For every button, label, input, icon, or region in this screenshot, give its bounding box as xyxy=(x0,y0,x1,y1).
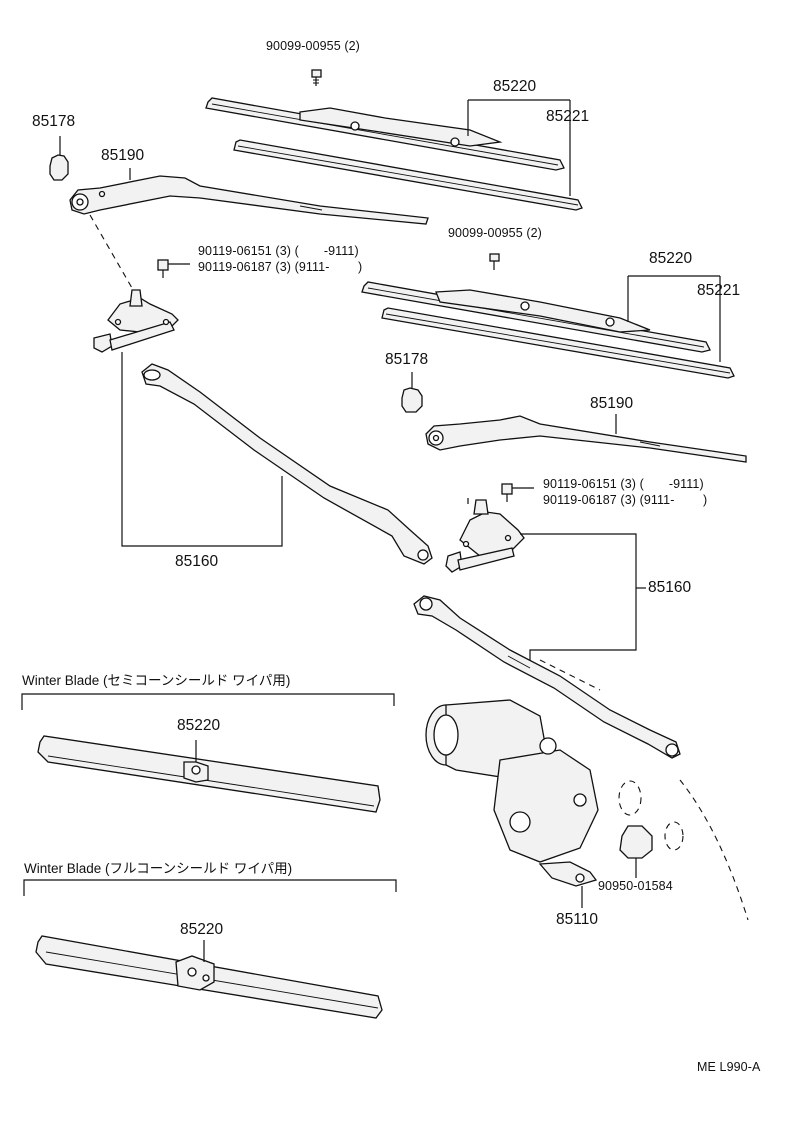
winter-blade-1 xyxy=(37,735,381,813)
label-refill-left: 85221 xyxy=(546,108,590,125)
label-refill-right: 85221 xyxy=(697,282,741,299)
label-link-right: 85160 xyxy=(648,579,692,596)
label-blade-right: 85220 xyxy=(649,250,693,267)
label-pivot-bolt-left-1: 90119-06151 (3) ( -9111) xyxy=(198,244,359,258)
label-link-left: 85160 xyxy=(175,553,219,570)
label-motor: 85110 xyxy=(556,911,598,928)
bolt-mid xyxy=(489,253,500,270)
bolt-top xyxy=(311,69,322,86)
pivot-bolt-left xyxy=(157,259,190,278)
link-rod-right xyxy=(413,595,681,759)
label-winter-blade-1-title: Winter Blade (セミコーンシールド ワイパ用) xyxy=(22,673,291,688)
wiper-refill-left xyxy=(233,139,583,211)
label-blade-left: 85220 xyxy=(493,78,537,95)
motor-cap xyxy=(619,825,653,878)
label-pivot-bolt-right-2: 90119-06187 (3) (9111- ) xyxy=(543,493,708,507)
link-rod-left xyxy=(141,363,433,565)
label-cap-left: 85178 xyxy=(32,113,76,130)
label-winter-blade-2-part: 85220 xyxy=(180,921,224,938)
pivot-bolt-right xyxy=(501,483,534,502)
label-arm-right: 85190 xyxy=(590,395,634,412)
wiper-blade-left xyxy=(205,97,565,171)
label-diagram-code: ME L990-A xyxy=(697,1060,761,1074)
label-arm-left: 85190 xyxy=(101,147,145,164)
wiper-arm-right xyxy=(425,414,747,463)
label-cap-motor: 90950-01584 xyxy=(598,879,673,893)
label-bolt-mid: 90099-00955 (2) xyxy=(448,226,542,240)
wiper-refill-right xyxy=(381,307,735,379)
label-pivot-bolt-left-2: 90119-06187 (3) (9111- ) xyxy=(198,260,363,274)
wiper-blade-right xyxy=(361,281,711,353)
label-bolt-top: 90099-00955 (2) xyxy=(266,39,360,53)
cap-right xyxy=(401,372,423,413)
label-pivot-bolt-right-1: 90119-06151 (3) ( -9111) xyxy=(543,477,704,491)
label-cap-right: 85178 xyxy=(385,351,429,368)
label-winter-blade-1-part: 85220 xyxy=(177,717,221,734)
wiper-motor xyxy=(425,699,599,908)
pivot-left xyxy=(93,289,179,353)
wiper-arm-left xyxy=(69,168,429,225)
label-winter-blade-2-title: Winter Blade (フルコーンシールド ワイパ用) xyxy=(24,861,293,876)
cap-left xyxy=(49,136,69,181)
pivot-right xyxy=(445,498,525,573)
winter-blade-2 xyxy=(35,935,383,1019)
